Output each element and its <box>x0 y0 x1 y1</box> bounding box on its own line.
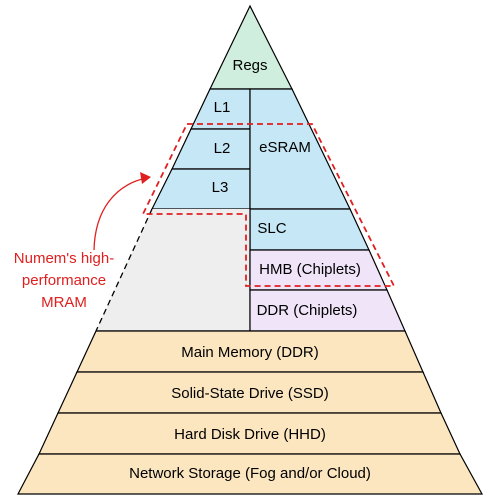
ddr-chiplets-label: DDR (Chiplets) <box>257 302 358 319</box>
l3-block <box>151 168 251 210</box>
esram-label: eSRAM <box>259 139 311 156</box>
l3-label: L3 <box>212 179 229 196</box>
tier-ssd-label: Solid-State Drive (SSD) <box>171 385 329 402</box>
l2-label: L2 <box>214 140 231 157</box>
l2-block <box>171 128 251 170</box>
annotation-arrow <box>93 177 147 251</box>
mram-dashed-edge <box>95 208 153 332</box>
tier-main-memory-label: Main Memory (DDR) <box>181 344 319 361</box>
arrow-head-icon <box>140 172 151 184</box>
annotation-line-1: Numem's high- <box>14 250 114 267</box>
hbm-label: HMB (Chiplets) <box>259 261 361 278</box>
regs-block <box>209 4 293 90</box>
tier-network-storage <box>17 453 484 495</box>
mram-highlight-outline <box>141 123 396 287</box>
annotation-line-3: MRAM <box>41 294 87 311</box>
tier-network-storage-label: Network Storage (Fog and/or Cloud) <box>129 465 371 482</box>
slc-label: SLC <box>257 220 286 237</box>
regs-label: Regs <box>232 57 267 74</box>
l1-label: L1 <box>214 99 231 116</box>
tier-hdd-label: Hard Disk Drive (HHD) <box>174 426 326 443</box>
annotation-line-2: performance <box>22 272 106 289</box>
mram-region <box>96 209 250 331</box>
